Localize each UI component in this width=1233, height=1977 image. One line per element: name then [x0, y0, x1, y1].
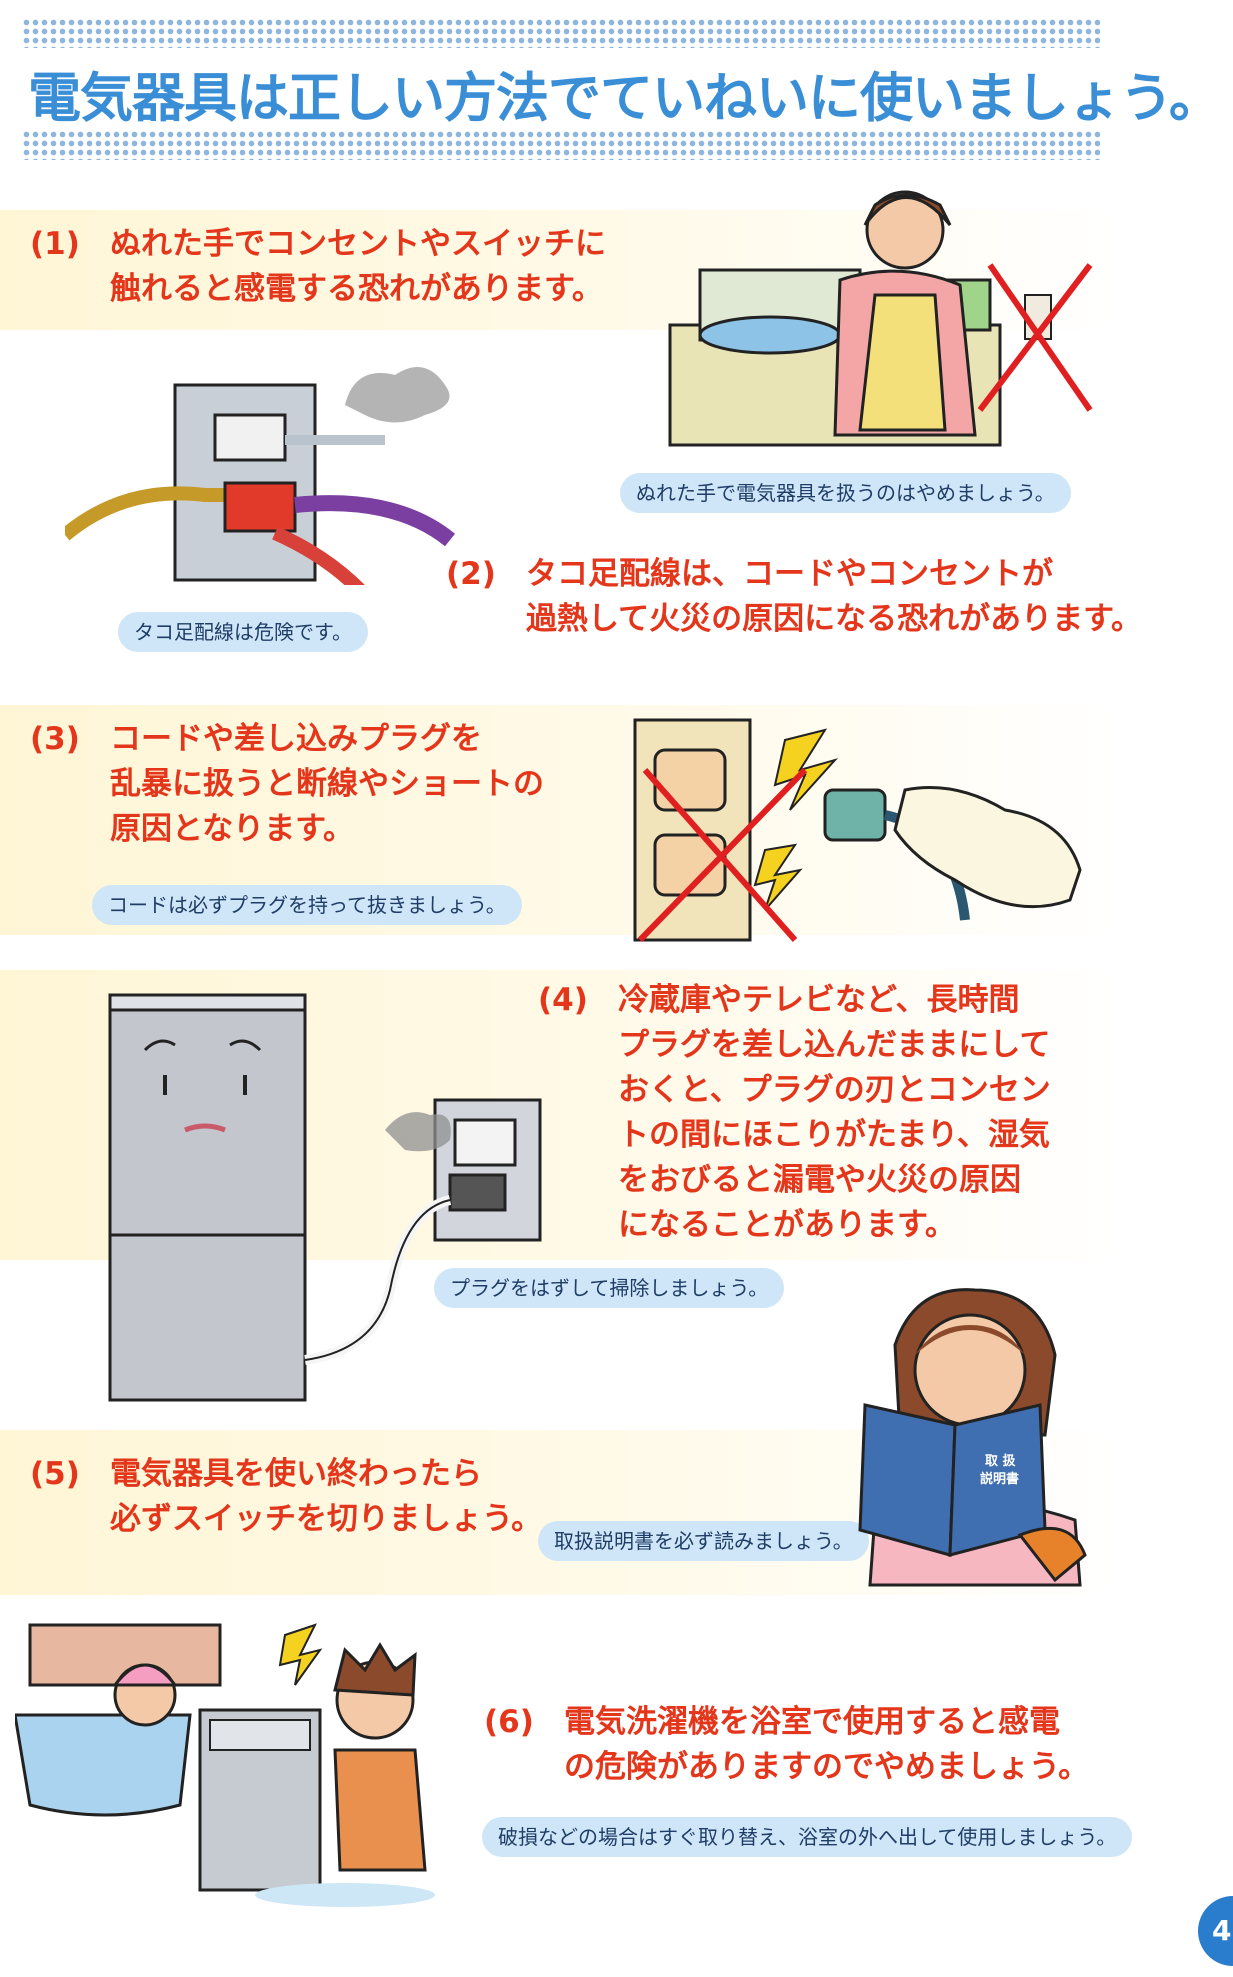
section-2-number: (2) [446, 556, 496, 592]
section-5-line-1: 電気器具を使い終わったら [110, 1456, 482, 1492]
manual-title-line-1: 取 扱 [985, 1453, 1017, 1469]
section-3-heading: (3) コードや差し込みプラグを 乱暴に扱うと断線やショートの 原因となります。 [30, 717, 544, 852]
section-1-heading: (1) ぬれた手でコンセントやスイッチに 触れると感電する恐れがあります。 [30, 222, 606, 312]
section-4-line-5: をおびると漏電や火災の原因 [618, 1162, 1021, 1198]
section-2-caption: タコ足配線は危険です。 [118, 612, 368, 652]
section-4-line-2: プラグを差し込んだままにして [618, 1027, 1051, 1063]
yanked-plug-illustration [633, 718, 1082, 943]
section-3-line-3: 原因となります。 [110, 811, 354, 847]
section-3-line-1: コードや差し込みプラグを [110, 721, 482, 757]
section-4-line-4: トの間にほこりがたまり、湿気 [618, 1117, 1050, 1153]
section-1-caption: ぬれた手で電気器具を扱うのはやめましょう。 [620, 473, 1071, 513]
section-6-number: (6) [484, 1704, 534, 1740]
octopus-wiring-outlet-illustration [65, 367, 455, 585]
section-3-line-2: 乱暴に扱うと断線やショートの [110, 766, 544, 802]
header-dots-top [22, 18, 1100, 48]
page-title: 電気器具は正しい方法でていねいに使いましょう。 [28, 68, 1222, 129]
section-4-line-6: になることがあります。 [618, 1207, 956, 1243]
section-2-heading: (2) タコ足配線は、コードやコンセントが 過熱して火災の原因になる恐れがあります… [446, 552, 1142, 642]
refrigerator-outlet-illustration [108, 993, 542, 1402]
section-4-line-3: おくと、プラグの刃とコンセン [618, 1072, 1051, 1108]
section-3-number: (3) [30, 721, 80, 757]
bathroom-washer-illustration [15, 1623, 435, 1907]
section-6-caption: 破損などの場合はすぐ取り替え、浴室の外へ出して使用しましょう。 [482, 1817, 1133, 1857]
page-number-badge: 4 [1198, 1896, 1233, 1966]
section-5-heading: (5) 電気器具を使い終わったら 必ずスイッチを切りましょう。 [30, 1452, 542, 1542]
section-3-caption: コードは必ずプラグを持って抜きましょう。 [92, 885, 522, 925]
header-dots-bottom [22, 130, 1100, 160]
section-6-heading: (6) 電気洗濯機を浴室で使用すると感電 の危険がありますのでやめましょう。 [484, 1700, 1089, 1790]
section-6-line-2: の危険がありますのでやめましょう。 [564, 1749, 1090, 1785]
section-4-heading: (4) 冷蔵庫やテレビなど、長時間 プラグを差し込んだままにして おくと、プラグの… [538, 978, 1051, 1248]
section-5-caption: 取扱説明書を必ず読みましょう。 [538, 1521, 869, 1561]
section-2-line-1: タコ足配線は、コードやコンセントが [526, 556, 1053, 592]
section-4-number: (4) [538, 982, 588, 1018]
section-1-line-1: ぬれた手でコンセントやスイッチに [110, 226, 606, 262]
manual-title-line-2: 説明書 [980, 1471, 1019, 1487]
section-5-number: (5) [30, 1456, 80, 1492]
section-4-line-1: 冷蔵庫やテレビなど、長時間 [618, 982, 1020, 1018]
reading-manual-illustration: 取 扱 説明書 [858, 1288, 1087, 1587]
section-1-line-2: 触れると感電する恐れがあります。 [110, 271, 603, 307]
section-6-line-1: 電気洗濯機を浴室で使用すると感電 [564, 1704, 1060, 1740]
section-4-caption: プラグをはずして掃除しましょう。 [434, 1268, 785, 1308]
section-1-number: (1) [30, 226, 80, 262]
section-5-line-2: 必ずスイッチを切りましょう。 [110, 1501, 543, 1537]
section-2-line-2: 過熱して火災の原因になる恐れがあります。 [526, 601, 1142, 637]
wet-hands-kitchen-illustration [668, 190, 1093, 447]
